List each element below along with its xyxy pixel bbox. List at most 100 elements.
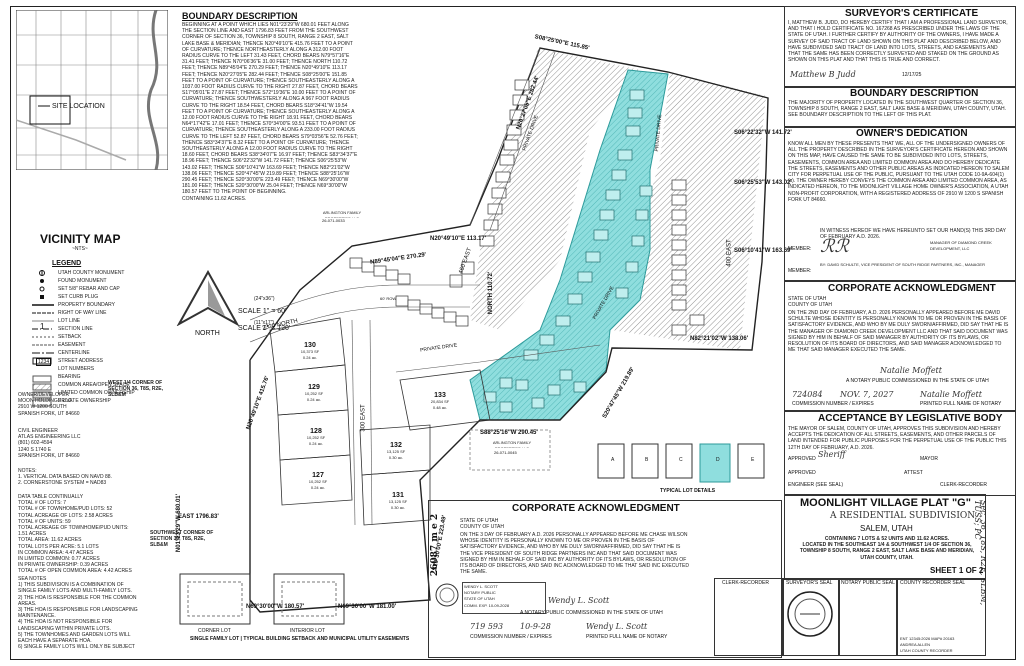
notary-commission-note: A NOTARY PUBLIC COMMISSIONED IN THE STAT… — [846, 378, 989, 384]
north-label: NORTH — [195, 330, 220, 337]
street-lines — [249, 47, 601, 526]
recording-footer: ENT 12345:2026 MAP# 20163 ANDREA ALLEN U… — [900, 636, 955, 654]
surveyor-certificate-title: SURVEYOR'S CERTIFICATE — [845, 8, 979, 19]
bearing-label: NORTH 110.72' — [488, 271, 495, 315]
boundary-description-right-text: THE MAJORITY OF PROPERTY LOCATED IN THE … — [788, 100, 1008, 119]
corporate-ack-bottom-state: STATE OF UTAH COUNTY OF UTAH — [460, 518, 504, 531]
printed-name-label: PRINTED FULL NAME OF NOTARY — [586, 634, 668, 640]
mayor-signature: Sheriff — [818, 450, 846, 459]
surveyor-seal-label: SURVEYOR'S SEAL — [786, 580, 833, 586]
lot-number: 128 — [310, 428, 322, 435]
commission-number: 719 593 — [470, 622, 504, 631]
acceptance-text: THE MAYOR OF SALEM, COUNTY OF UTAH, APPR… — [788, 426, 1008, 451]
notary-printed-name: Wendy L. Scott — [586, 622, 648, 631]
lot-number: 132 — [390, 442, 402, 449]
approved-label: APPROVED — [788, 470, 816, 476]
corporate-ack-right-text: ON THE 2ND DAY OF FEBRUARY, A.D. 2026 PE… — [788, 310, 1010, 354]
street-label-400-east: 400 EAST — [726, 239, 733, 267]
civil-engineer-info: CIVIL ENGINEER ATLAS ENGINEERING LLC (80… — [18, 428, 81, 459]
legend-item: PROPERTY BOUNDARY — [58, 302, 115, 308]
notary-commission-note: A NOTARY PUBLIC COMMISSIONED IN THE STAT… — [520, 610, 663, 616]
lot-number: 130 — [304, 342, 316, 349]
bearing-label: S06°10'41"W 163.69' — [734, 248, 792, 254]
adjacent-owner: ARLINGTON FAMILY PROPERTIES LLC — [322, 210, 362, 218]
lot-number: 127 — [312, 472, 324, 479]
typical-lot-d: D — [716, 457, 720, 463]
typical-lot-details — [597, 443, 765, 483]
notary-seal-box — [838, 578, 898, 656]
scale-note: (24"x36") — [254, 296, 275, 302]
acceptance-title: ACCEPTANCE BY LEGISLATIVE BODY — [818, 413, 1003, 424]
adjacent-parcel — [469, 429, 551, 471]
plat-title: MOONLIGHT VILLAGE PLAT "G" — [800, 497, 971, 509]
bearing-label: S06°25'53"W 143.02' — [734, 180, 792, 186]
legend-list: UTAH COUNTY MONUMENT FOUND MONUMENT SET … — [30, 270, 135, 406]
legend-item: LOT NUMBERS — [58, 366, 95, 372]
owner-developer-info: OWNER/DEVELOPER MOON HOLDINGS LLC 2910 W… — [18, 392, 80, 417]
boundary-description-title: BOUNDARY DESCRIPTION — [182, 11, 298, 21]
typical-lot-e: E — [751, 457, 755, 463]
vicinity-map-title: VICINITY MAP — [40, 232, 121, 246]
title-block — [784, 494, 986, 580]
scale-2: SCALE 1" = 120' — [238, 325, 291, 332]
member-label: MEMBER: — [788, 246, 812, 252]
lot-label-132: 132 13,125 SF 0.30 ac. — [376, 442, 416, 459]
north-hatched-area — [470, 48, 640, 330]
surveyor-certificate-box — [784, 6, 1016, 88]
corporate-ack-right-box — [784, 280, 1016, 412]
lot-area: 13,125 SF 0.30 ac. — [386, 449, 406, 459]
legend-item: BEARING — [58, 374, 81, 380]
legend-title: LEGEND — [52, 260, 82, 267]
corner-lot-label: CORNER LOT — [198, 628, 231, 634]
scale-1: SCALE 1" = 60' — [238, 308, 287, 315]
boundary-description-right-box — [784, 86, 1016, 128]
east-hatched-area — [612, 72, 766, 350]
townhome-units-north — [349, 79, 530, 327]
county-recorder-seal-label: COUNTY RECORDER SEAL — [900, 580, 966, 586]
member-signature: ℛℛ — [820, 236, 849, 257]
county-recorder-seal-box — [896, 578, 986, 656]
surveyor-signature: Matthew B Judd — [790, 70, 856, 79]
scale-note-2: (11"x17") — [254, 320, 275, 326]
lot-label-133: 133 20,834 SF 0.48 ac. — [420, 392, 460, 409]
legend-item: SETBACK — [58, 334, 82, 340]
corporate-ack-right-state: STATE OF UTAH COUNTY OF UTAH — [788, 296, 832, 309]
legend-lot-sample: 1 — [40, 322, 45, 331]
printed-name-label: PRINTED FULL NAME OF NOTARY — [920, 401, 1002, 407]
lot-number: 129 — [308, 384, 320, 391]
bearing-label: S06°22'32"W 141.72' — [734, 130, 792, 136]
lot-number: 131 — [392, 492, 404, 499]
legend-item: FOUND MONUMENT — [58, 278, 107, 284]
boundary-description-right-title: BOUNDARY DESCRIPTION — [850, 88, 979, 99]
corporate-ack-bottom-text: ON THE 3 DAY OF FEBRUARY A.D. 2026 PERSO… — [460, 532, 689, 576]
typical-lot-b: B — [645, 457, 649, 463]
legend-symbols — [32, 270, 54, 407]
site-location-map: SITE LOCATION — [16, 10, 168, 170]
surveyor-date: 12/17/25 — [902, 72, 922, 78]
lot-area: 13,125 SF 0.30 ac. — [388, 499, 408, 509]
plat-description: CONTAINING 7 LOTS & 52 UNITS AND 11.62 A… — [799, 536, 975, 561]
legend-item: RIGHT OF WAY LINE — [58, 310, 107, 316]
corporate-ack-bottom-title: CORPORATE ACKNOWLEDGMENT — [512, 503, 680, 514]
mayor-label: MAYOR — [920, 456, 938, 462]
legend-item: STREET ADDRESS — [58, 358, 103, 364]
adjacent-owner: ARLINGTON FAMILY PROPERTIES LLC — [492, 440, 532, 448]
lot-label-128: 128 10,252 SF 0.24 ac. — [296, 428, 336, 445]
north-arrow-icon — [176, 270, 240, 326]
commission-expires: 10-9-28 — [520, 622, 551, 631]
lot-area: 10,252 SF 0.24 ac. — [304, 391, 324, 401]
townhome-units-east — [671, 179, 705, 336]
west-quarter-corner-label: WEST 1/4 CORNER OF SECTION 36, T8S, R2E,… — [108, 380, 164, 399]
commission-number: 724084 — [792, 390, 823, 399]
notary-seal-graphic — [435, 583, 459, 607]
surveyor-seal-box — [782, 578, 840, 656]
lot-label-127: 127 10,252 SF 0.24 ac. — [298, 472, 338, 489]
legend-item: LIMITED COMMON OWNERSHIP — [58, 390, 135, 396]
single-family-lots — [269, 317, 491, 526]
legend-item: PRIVATE OWNERSHIP — [58, 398, 111, 404]
clerk-recorder-seal-box — [714, 578, 784, 656]
notary-seal-label: NOTARY PUBLIC SEAL — [841, 580, 895, 586]
adjacent-parcel-id: 26-071-0033 — [322, 218, 345, 223]
lot-area: 10,373 SF 0.24 ac. — [300, 349, 320, 359]
